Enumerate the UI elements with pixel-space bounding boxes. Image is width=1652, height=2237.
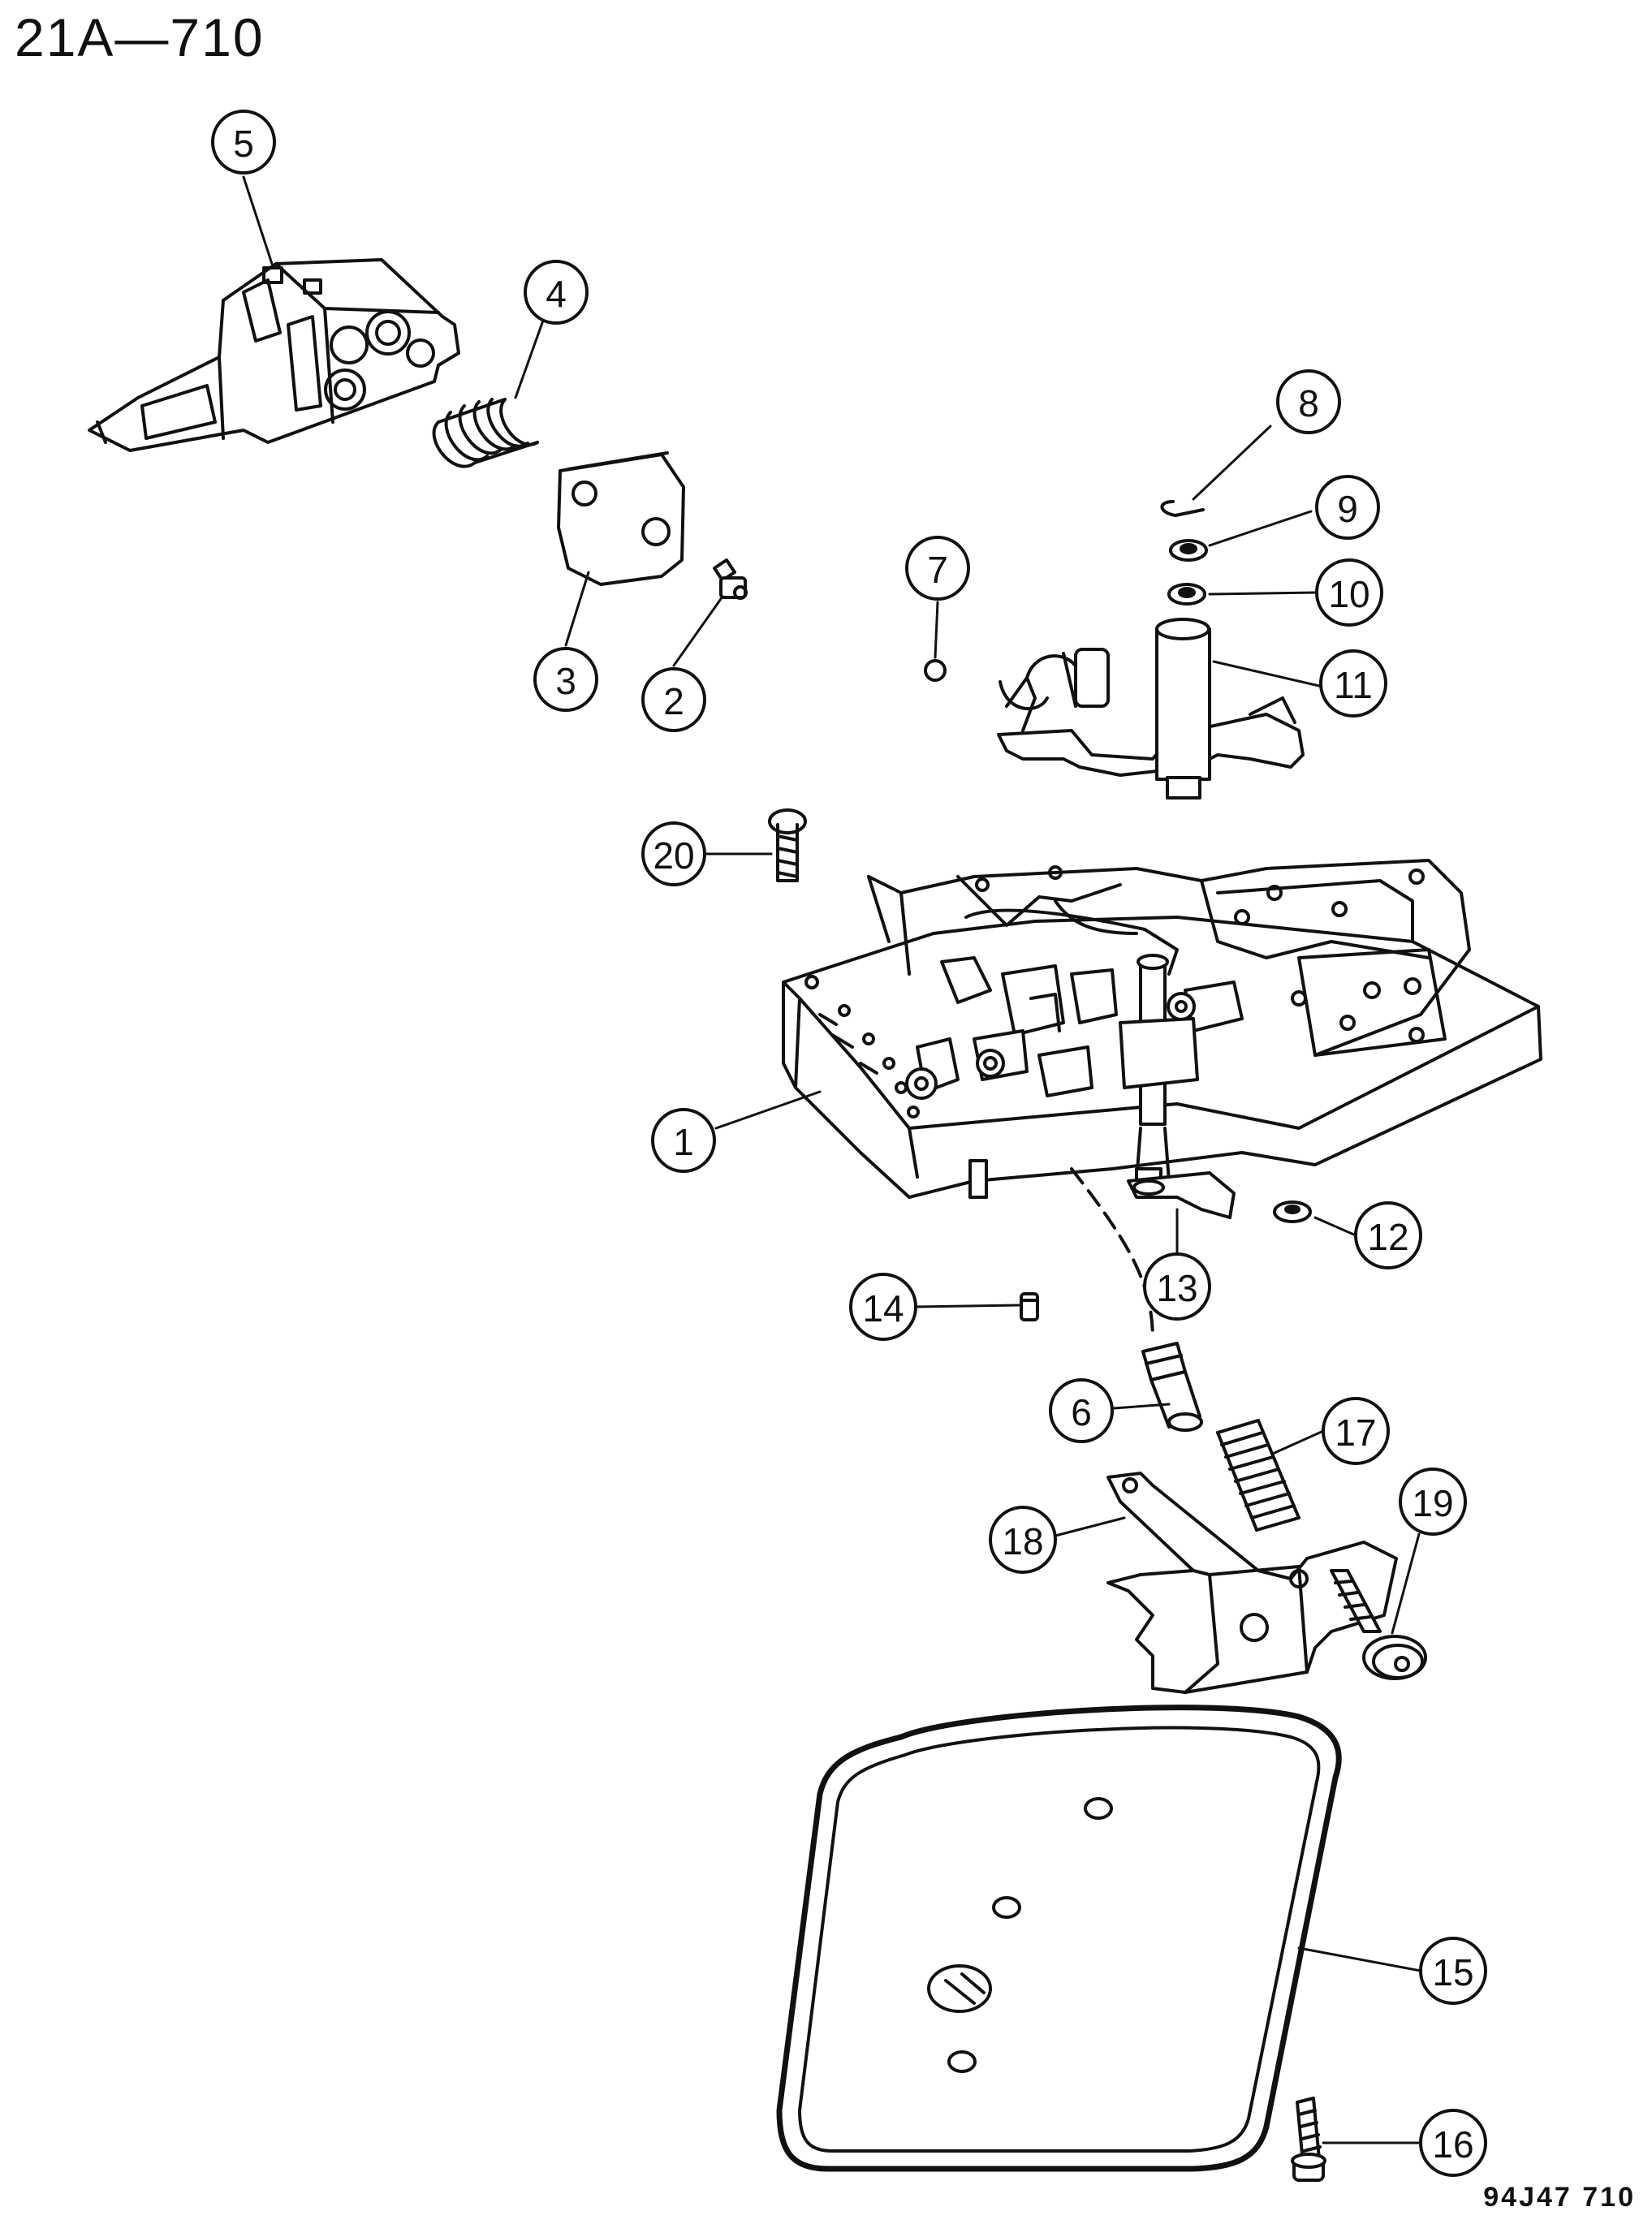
callout-14: 14 xyxy=(849,1273,917,1341)
callout-1: 1 xyxy=(651,1108,716,1173)
svg-text:16: 16 xyxy=(1432,2123,1473,2166)
svg-text:5: 5 xyxy=(233,123,254,165)
svg-text:14: 14 xyxy=(862,1287,904,1330)
svg-text:11: 11 xyxy=(1334,664,1373,706)
callout-11: 11 xyxy=(1319,649,1387,718)
part-9-washer xyxy=(1169,539,1208,562)
callout-12: 12 xyxy=(1354,1201,1422,1269)
callout-4: 4 xyxy=(524,260,589,325)
svg-text:19: 19 xyxy=(1412,1482,1453,1524)
part-6-plunger xyxy=(1141,1342,1203,1432)
callout-10: 10 xyxy=(1315,558,1383,627)
svg-text:15: 15 xyxy=(1432,1951,1473,1993)
callout-6: 6 xyxy=(1049,1378,1114,1443)
part-10-washer xyxy=(1167,583,1206,606)
part-17-spring xyxy=(1216,1419,1300,1532)
callout-20: 20 xyxy=(641,821,706,886)
callout-9: 9 xyxy=(1315,475,1380,540)
svg-text:4: 4 xyxy=(546,273,567,315)
callout-2: 2 xyxy=(641,667,706,732)
part-20-bolt xyxy=(768,808,807,882)
callout-19: 19 xyxy=(1399,1468,1467,1536)
svg-text:8: 8 xyxy=(1298,382,1319,425)
svg-text:3: 3 xyxy=(555,660,576,702)
part-15-filter xyxy=(776,1705,1342,2172)
part-1-valve-body xyxy=(782,859,1542,1199)
part-5-housing xyxy=(88,258,460,452)
part-2-screw xyxy=(713,558,748,600)
leader-lines xyxy=(242,175,1422,2144)
part-8-clip xyxy=(1160,500,1205,517)
callout-7: 7 xyxy=(905,536,970,601)
svg-text:6: 6 xyxy=(1071,1391,1092,1433)
svg-text:18: 18 xyxy=(1002,1520,1043,1562)
part-14-pin xyxy=(1020,1292,1039,1321)
part-13-detent-plate xyxy=(1127,1171,1236,1219)
callout-18: 18 xyxy=(989,1506,1057,1574)
callout-8: 8 xyxy=(1276,369,1341,434)
part-3-cover-plate xyxy=(557,451,685,586)
part-11-manual-lever xyxy=(997,618,1305,800)
svg-text:7: 7 xyxy=(927,549,948,591)
svg-text:1: 1 xyxy=(673,1121,694,1163)
svg-text:20: 20 xyxy=(653,834,694,877)
svg-text:10: 10 xyxy=(1328,573,1369,615)
svg-text:9: 9 xyxy=(1337,488,1358,530)
svg-text:13: 13 xyxy=(1156,1267,1197,1309)
callout-15: 15 xyxy=(1419,1937,1487,2005)
callout-3: 3 xyxy=(533,647,598,712)
callout-5: 5 xyxy=(211,110,276,175)
assembly-guide-line xyxy=(1070,1167,1154,1341)
callout-17: 17 xyxy=(1322,1397,1390,1465)
part-18-bracket xyxy=(1106,1472,1398,1694)
svg-text:2: 2 xyxy=(663,680,684,722)
page-title: 21A—710 xyxy=(15,7,265,67)
part-4-spring xyxy=(432,398,539,468)
part-16-screw xyxy=(1291,2097,1326,2182)
part-19-adjusting-screw xyxy=(1330,1569,1427,1680)
figure-code: 94J47 710 xyxy=(1483,2182,1636,2213)
callout-13: 13 xyxy=(1143,1252,1211,1321)
svg-text:12: 12 xyxy=(1367,1216,1408,1258)
callout-16: 16 xyxy=(1419,2109,1487,2177)
part-12-nut xyxy=(1273,1200,1312,1223)
part-7-check-ball xyxy=(924,659,947,682)
svg-text:17: 17 xyxy=(1335,1412,1376,1454)
